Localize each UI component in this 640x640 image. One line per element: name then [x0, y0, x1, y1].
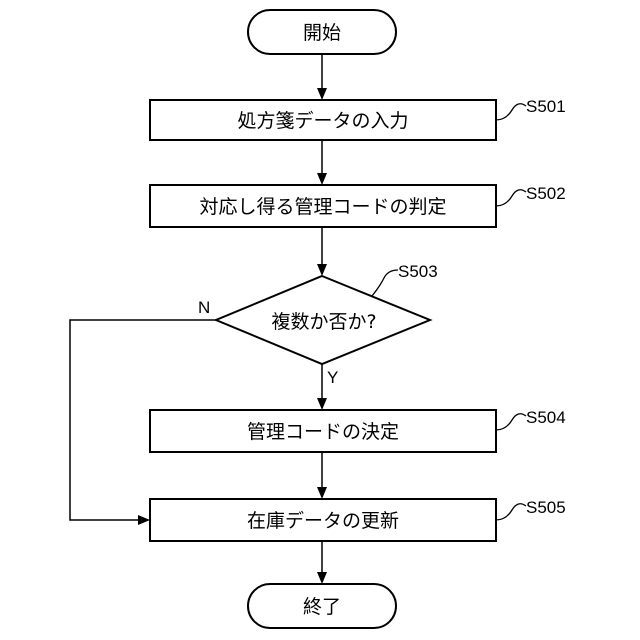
process-s502: 対応し得る管理コードの判定: [150, 185, 496, 227]
step-label-s502: S502: [526, 184, 566, 203]
leader-s505: [496, 504, 526, 520]
process-s502-label: 対応し得る管理コードの判定: [199, 196, 446, 218]
process-s501-label: 処方箋データの入力: [237, 110, 408, 132]
step-label-s505: S505: [526, 498, 566, 517]
leader-s503: [372, 270, 398, 296]
branch-label-no: N: [198, 298, 210, 317]
step-label-s501: S501: [526, 97, 566, 116]
end-label: 終了: [303, 596, 341, 618]
arrowhead-end: [317, 572, 327, 584]
arrowhead-s503: [317, 264, 327, 276]
end-terminal: 終了: [248, 584, 396, 628]
branch-label-yes: Y: [327, 368, 338, 387]
leader-s504: [496, 414, 526, 430]
decision-s503: 複数か否か?: [216, 276, 430, 364]
decision-s503-label: 複数か否か?: [271, 311, 376, 333]
arrowhead-no-branch: [138, 515, 150, 525]
process-s505: 在庫データの更新: [150, 499, 496, 541]
process-s501: 処方箋データの入力: [150, 100, 496, 140]
leader-s502: [496, 190, 526, 206]
process-s504-label: 管理コードの決定: [247, 421, 399, 443]
arrowhead-s504: [317, 398, 327, 410]
start-terminal: 開始: [248, 10, 396, 54]
arrowhead-s501: [317, 88, 327, 100]
leader-s501: [496, 104, 526, 120]
process-s505-label: 在庫データの更新: [247, 510, 399, 532]
step-label-s504: S504: [526, 408, 566, 427]
start-label: 開始: [303, 22, 341, 44]
arrowhead-s502: [317, 173, 327, 185]
arrowhead-s505: [317, 487, 327, 499]
step-label-s503: S503: [398, 262, 438, 281]
process-s504: 管理コードの決定: [150, 410, 496, 452]
